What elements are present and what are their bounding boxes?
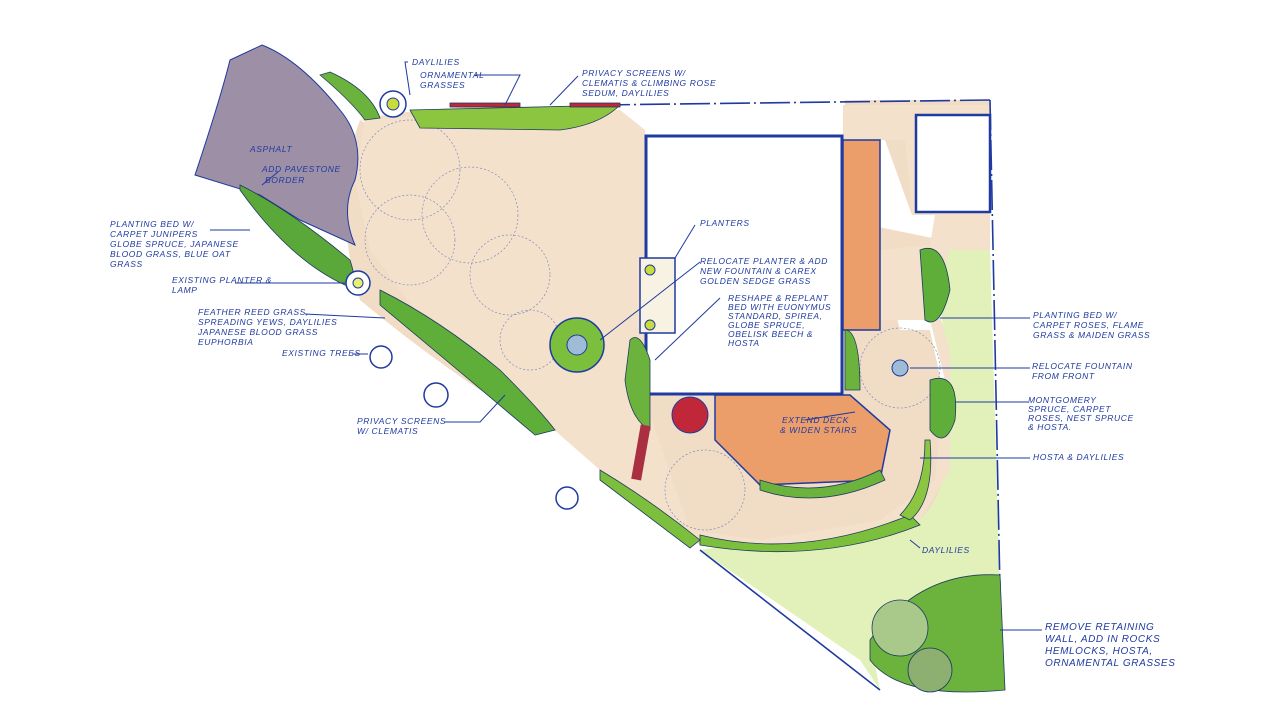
- asphalt-driveway: [194, 44, 359, 246]
- trellis: [631, 424, 651, 481]
- label-hosta-daylilies: Hosta & daylilies: [1033, 452, 1124, 462]
- planter: [644, 319, 656, 331]
- label-existing-trees: Existing trees: [282, 348, 361, 358]
- label-daylilies-top: Daylilies: [412, 57, 460, 67]
- existing-tree-icon: [369, 345, 393, 369]
- existing-tree-icon: [423, 382, 449, 408]
- existing-trees: [369, 345, 579, 510]
- house: [644, 134, 844, 396]
- label-extend-deck: Extend deck& widen stairs: [780, 415, 857, 435]
- new-fountain: [566, 334, 588, 356]
- property-line: [599, 99, 991, 106]
- label-asphalt: Asphalt: [249, 144, 293, 154]
- label-daylilies-bottom: Daylilies: [922, 545, 970, 555]
- label-feather-reed: Feather reed grass,spreading yews, dayli…: [197, 307, 337, 347]
- label-existing-planter: Existing planter &lamp: [172, 275, 272, 295]
- planter: [644, 264, 656, 276]
- existing-planter-lamp: [352, 277, 364, 289]
- deck-side: [842, 139, 881, 331]
- lawn: [700, 250, 1000, 690]
- garage: [914, 113, 992, 214]
- existing-tree-icon: [555, 486, 579, 510]
- leader-lines: [210, 61, 1042, 631]
- patio-fill: [355, 105, 990, 550]
- label-privacy-screens-top: Privacy screens w/clematis & climbing ro…: [582, 68, 716, 98]
- property-line: [699, 549, 881, 691]
- property-line: [989, 99, 1001, 591]
- relocated-fountain: [891, 359, 909, 377]
- red-tree: [671, 396, 709, 434]
- label-planters: Planters: [700, 218, 750, 228]
- planting-beds: [239, 71, 1006, 693]
- existing-planter: [386, 97, 400, 111]
